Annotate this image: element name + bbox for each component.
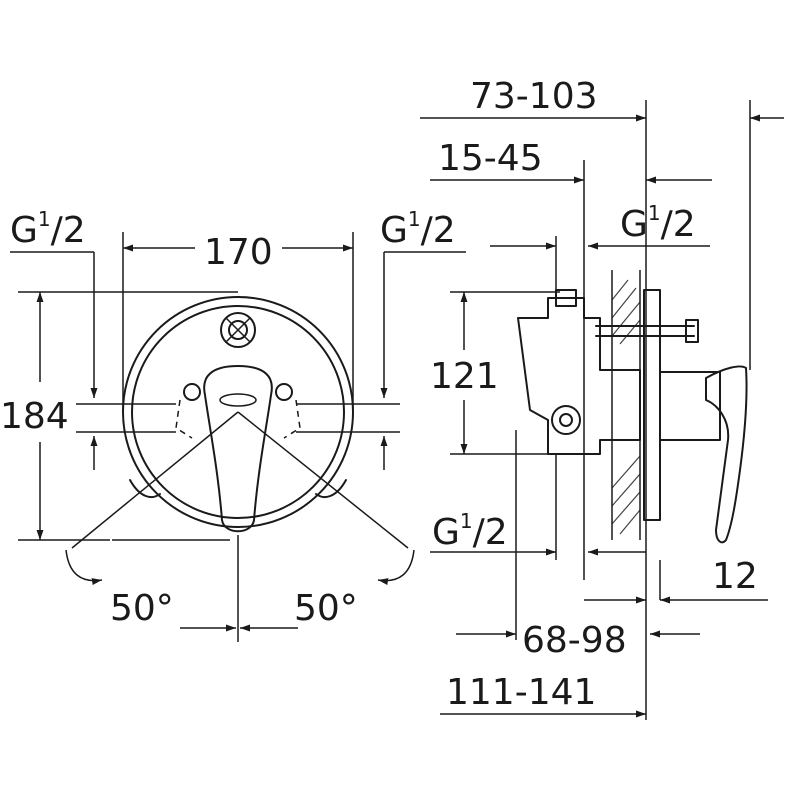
depth-body-label: 15-45 xyxy=(438,138,543,179)
front-view: 50° 50° 170 184 G1/2 G1/2 xyxy=(0,207,466,642)
valve-body xyxy=(517,297,641,455)
thread-left-label: G1/2 xyxy=(10,207,86,251)
width-170-label: 170 xyxy=(204,232,273,273)
angle-arrow-left xyxy=(65,549,103,585)
diverter-knob xyxy=(220,312,256,348)
angle-left-label: 50° xyxy=(110,588,174,629)
thread-right-label: G1/2 xyxy=(380,207,456,251)
side-view: 73-103 15-45 G1/2 121 G1/2 12 68-98 111-… xyxy=(420,76,784,720)
handle-body-side xyxy=(659,371,721,441)
thread-top-label: G1/2 xyxy=(620,201,696,245)
wall-hatch-top xyxy=(611,279,641,345)
handle-logo xyxy=(219,393,257,407)
rosette-inner-circle xyxy=(131,305,345,519)
plate-12-label: 12 xyxy=(712,556,758,597)
lever-side xyxy=(705,365,748,544)
height-184-label: 184 xyxy=(0,396,69,437)
overall-depth-label: 111-141 xyxy=(446,672,596,713)
height-121-label: 121 xyxy=(430,356,499,397)
angle-line-left xyxy=(71,411,239,549)
angle-right-label: 50° xyxy=(294,588,358,629)
wall-hatch-bottom xyxy=(611,455,641,535)
rosette-plate xyxy=(643,289,661,521)
diverter-knob-side xyxy=(685,319,699,343)
lever-handle xyxy=(203,365,273,533)
angle-arrow-right xyxy=(377,549,415,585)
depth-total-label: 73-103 xyxy=(470,76,598,117)
rosette-outer-circle xyxy=(122,296,354,528)
swing-arc-right xyxy=(315,479,347,498)
outlet-port-top xyxy=(555,289,577,307)
stop-screw-left xyxy=(183,383,201,401)
stop-screw-right xyxy=(275,383,293,401)
install-depth-label: 68-98 xyxy=(522,620,627,661)
angle-line-right xyxy=(237,411,409,549)
swing-arc-left xyxy=(129,479,161,498)
thread-bottom-label: G1/2 xyxy=(432,509,508,553)
outlet-port-bottom xyxy=(551,405,581,435)
